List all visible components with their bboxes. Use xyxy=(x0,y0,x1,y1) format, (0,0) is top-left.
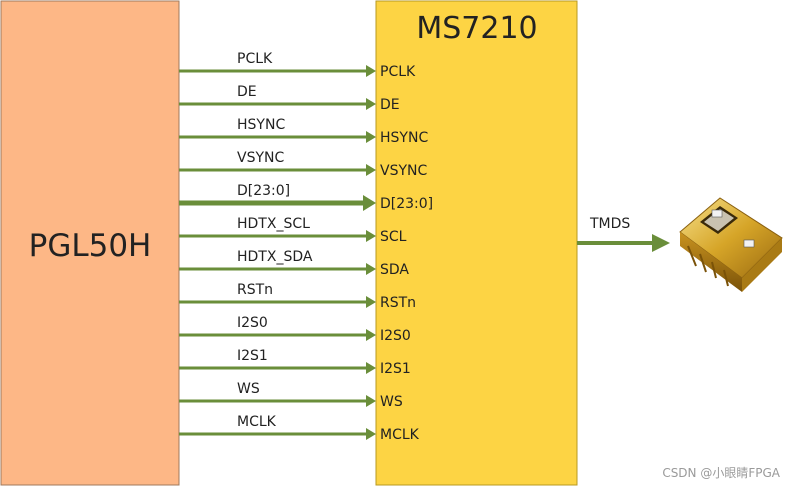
chip-pin-label: RSTn xyxy=(380,295,416,311)
tmds-label: TMDS xyxy=(589,216,630,232)
signal-arrowhead xyxy=(366,230,376,242)
chip-pin-label: WS xyxy=(380,394,403,410)
signal-row: MCLK MCLK xyxy=(179,414,420,443)
signal-arrowhead xyxy=(366,329,376,341)
signal-arrowhead xyxy=(366,263,376,275)
signal-arrowhead xyxy=(366,98,376,110)
signal-label: HDTX_SDA xyxy=(237,249,313,265)
signal-label: I2S1 xyxy=(237,348,268,364)
signal-label: HDTX_SCL xyxy=(237,216,310,232)
signal-arrowhead xyxy=(366,395,376,407)
fpga-block xyxy=(0,0,180,486)
signal-row: WS WS xyxy=(179,381,403,410)
hdmi-connector-icon xyxy=(679,197,783,292)
signal-arrowhead xyxy=(366,428,376,440)
chip-pin-label: D[23:0] xyxy=(380,196,433,212)
signal-arrowhead xyxy=(366,131,376,143)
signal-label: I2S0 xyxy=(237,315,268,331)
signal-arrowhead xyxy=(363,195,376,211)
chip-pin-label: VSYNC xyxy=(380,163,427,179)
signal-arrowhead xyxy=(366,164,376,176)
chip-pin-label: I2S0 xyxy=(380,328,411,344)
signal-label: VSYNC xyxy=(237,150,284,166)
fpga-name: PGL50H xyxy=(29,228,152,264)
signal-label: D[23:0] xyxy=(237,183,290,199)
signal-label: WS xyxy=(237,381,260,397)
signal-arrowhead xyxy=(366,296,376,308)
signal-row: HSYNC HSYNC xyxy=(179,117,428,146)
signal-label: MCLK xyxy=(237,414,277,430)
chip-pin-label: DE xyxy=(380,97,400,113)
signal-row: HDTX_SDA SDA xyxy=(179,249,409,278)
chip-pin-label: HSYNC xyxy=(380,130,428,146)
chip-pin-label: MCLK xyxy=(380,427,420,443)
signal-label: PCLK xyxy=(237,51,273,67)
signal-label: DE xyxy=(237,84,257,100)
signal-connections: PCLKPCLKDEDEHSYNCHSYNCVSYNCVSYNCD[23:0]D… xyxy=(179,51,433,443)
chip-pin-label: SDA xyxy=(380,262,409,278)
chip-pin-label: SCL xyxy=(380,229,407,245)
chip-pin-label: PCLK xyxy=(380,64,416,80)
tmds-output: TMDS xyxy=(577,216,670,252)
signal-arrowhead xyxy=(366,362,376,374)
signal-label: HSYNC xyxy=(237,117,285,133)
signal-row: D[23:0] D[23:0] xyxy=(179,183,433,212)
chip-name: MS7210 xyxy=(416,11,537,46)
tmds-arrowhead xyxy=(652,234,670,252)
signal-row: HDTX_SCL SCL xyxy=(179,216,407,245)
ms7210-block xyxy=(375,0,578,486)
chip-pin-label: I2S1 xyxy=(380,361,411,377)
watermark: CSDN @小眼睛FPGA xyxy=(662,466,780,480)
signal-arrowhead xyxy=(366,65,376,77)
signal-row: VSYNC VSYNC xyxy=(179,150,427,179)
signal-label: RSTn xyxy=(237,282,273,298)
signal-row: PCLK PCLK xyxy=(179,51,416,80)
signal-row: DE DE xyxy=(179,84,400,113)
